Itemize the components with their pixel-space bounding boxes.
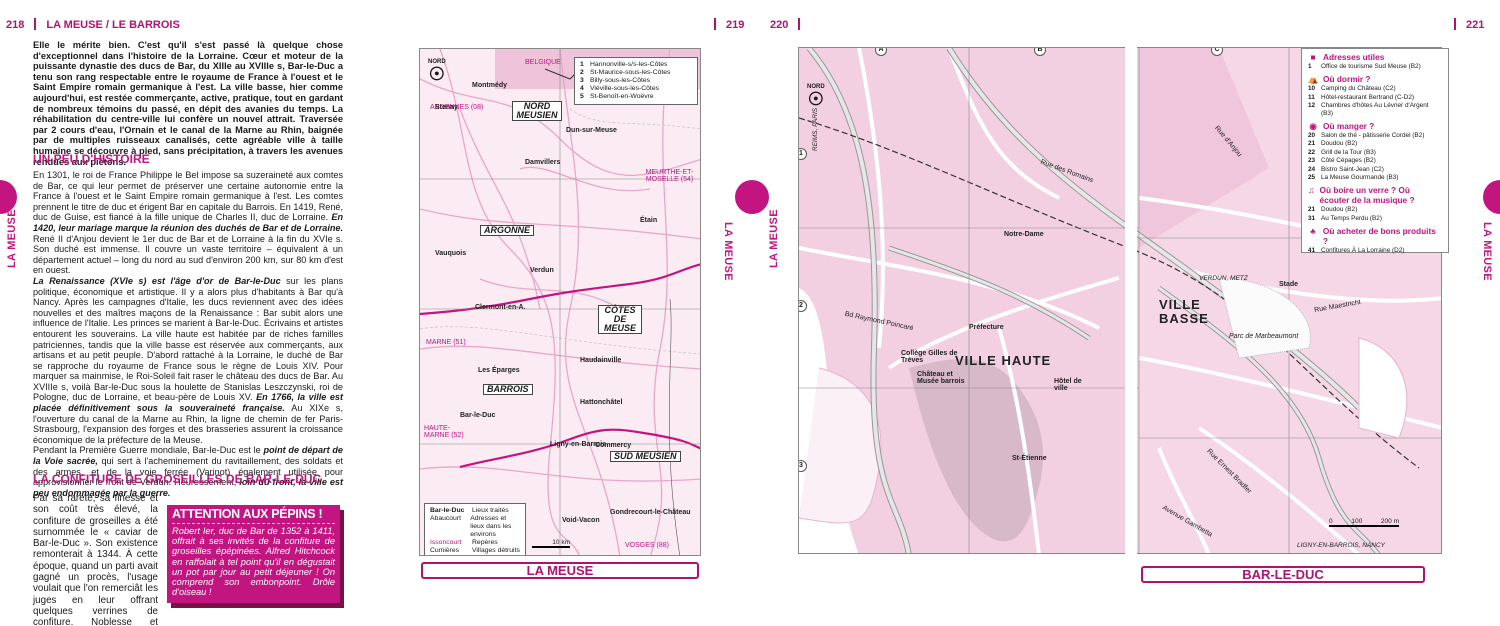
history-heading: UN PEU D'HISTOIRE xyxy=(33,152,150,166)
history-text: En 1301, le roi de France Philippe le Be… xyxy=(33,170,344,498)
region-nord-meusien: NORD MEUSIEN xyxy=(512,101,562,121)
map-scale: 10 km xyxy=(532,539,570,548)
town-label[interactable]: Vauquois xyxy=(435,250,467,257)
side-tab-label: LA MEUSE xyxy=(768,209,780,268)
grid-label: B xyxy=(1034,48,1046,56)
basket-icon: ♣ xyxy=(1310,226,1316,237)
direction-label: REIMS, PARIS xyxy=(812,107,820,152)
sidebar-box-body: Robert Ier, duc de Bar de 1352 à 1411, o… xyxy=(172,526,335,598)
town-label[interactable]: Verdun xyxy=(530,267,554,274)
side-tab-label: LA MEUSE xyxy=(722,222,734,281)
grid-label: 2 xyxy=(799,300,807,312)
detour-icon: ↻ xyxy=(430,555,472,556)
page-number: 218 xyxy=(6,19,25,31)
town-label[interactable]: Gondrecourt-le-Château xyxy=(610,509,691,516)
page-number: 220 xyxy=(770,19,789,31)
page-header-219: 219 xyxy=(704,18,744,31)
confiture-text: Par sa rareté, sa finesse et son coût tr… xyxy=(33,493,158,626)
chapter-thumb-tab[interactable] xyxy=(1483,180,1500,214)
landmark-label[interactable]: Notre-Dame xyxy=(1004,231,1044,238)
map-label-belgique: BELGIQUE xyxy=(525,59,561,66)
landmark-label[interactable]: Stade xyxy=(1279,281,1299,288)
landmark-label[interactable]: Château et Musée barrois xyxy=(917,371,965,385)
town-label[interactable]: Les Éparges xyxy=(478,367,520,374)
town-label[interactable]: Montmédy xyxy=(472,82,507,89)
fork-knife-icon: ◉ xyxy=(1309,121,1317,132)
page-number: 221 xyxy=(1466,19,1485,31)
region-barrois: BARROIS xyxy=(483,384,533,395)
landmark-label[interactable]: Collège Gilles de Trèves xyxy=(901,350,958,364)
town-label[interactable]: Stenay xyxy=(435,104,458,111)
confiture-heading: LA CONFITURE DE GROSEILLES DE BAR-LE-DUC xyxy=(33,472,322,486)
town-label[interactable]: Haudainville xyxy=(580,357,622,364)
north-compass: NORD ☉ xyxy=(428,59,446,84)
barleduc-map[interactable]: NORD ☉ REIMS, PARIS VILLE HAUTE VILLE BA… xyxy=(798,47,1442,554)
square-icon: ■ xyxy=(1310,52,1316,62)
district-ville-basse: VILLE BASSE xyxy=(1159,297,1209,326)
map-streets xyxy=(799,48,1441,553)
hiker-icon: ☉ xyxy=(428,64,445,84)
map-label-vosges: VOSGES (88) xyxy=(625,542,669,549)
landmark-label[interactable]: Parc de Marbeaumont xyxy=(1229,333,1299,340)
sidebar-box-title: ATTENTION AUX PÉPINS ! xyxy=(172,507,335,524)
page-number: 219 xyxy=(726,19,745,31)
map-caption: LA MEUSE xyxy=(421,562,699,579)
map-label-marne: MARNE (51) xyxy=(426,339,466,346)
map-roads xyxy=(420,49,700,555)
section-title: LA MEUSE / LE BARROIS xyxy=(46,19,180,31)
region-cotes-de-meuse: CÔTES DE MEUSE xyxy=(598,305,642,334)
town-label[interactable]: Commercy xyxy=(595,442,632,449)
town-label[interactable]: Étain xyxy=(640,217,658,224)
town-label[interactable]: Bar-le-Duc xyxy=(460,412,496,419)
map-caption: BAR-LE-DUC xyxy=(1141,566,1425,583)
chapter-thumb-tab[interactable] xyxy=(735,180,769,214)
map-label-haute-marne: HAUTE-MARNE (52) xyxy=(424,425,464,439)
direction-label: VERDUN, METZ xyxy=(1199,275,1248,282)
town-label[interactable]: Clermont-en-A. xyxy=(475,304,526,311)
region-argonne: ARGONNE xyxy=(480,225,535,236)
grid-label: A xyxy=(875,48,887,56)
grid-label: C xyxy=(1211,48,1223,56)
intro-paragraph: Elle le mérite bien. C'est qu'il s'est p… xyxy=(33,40,343,167)
north-compass: NORD ☉ xyxy=(807,84,825,109)
meuse-map[interactable]: NORD ☉ ARDENNES (08) BELGIQUE MEURTHE-ET… xyxy=(419,48,701,556)
side-tab-label: LA MEUSE xyxy=(1481,222,1493,281)
direction-label: LIGNY-EN-BARROIS, NANCY xyxy=(1297,542,1386,549)
region-sud-meusien: SUD MEUSIEN xyxy=(610,451,681,462)
landmark-label[interactable]: St-Étienne xyxy=(1012,455,1047,462)
chapter-thumb-tab[interactable] xyxy=(0,180,17,214)
landmark-label[interactable]: Hôtel de ville xyxy=(1054,378,1082,392)
hiker-icon: ☉ xyxy=(807,89,824,109)
town-label[interactable]: Dun-sur-Meuse xyxy=(566,127,617,134)
town-label[interactable]: Void-Vacon xyxy=(562,517,600,524)
landmark-label[interactable]: Préfecture xyxy=(969,324,1004,331)
map-label-meurthe-et-moselle: MEURTHE-ET-MOSELLE (54) xyxy=(645,169,694,183)
town-label[interactable]: Hattonchâtel xyxy=(580,399,623,406)
town-label[interactable]: Ligny-en-Barrois xyxy=(550,441,607,448)
bed-icon: ⛺ xyxy=(1308,74,1319,85)
town-label[interactable]: Damvillers xyxy=(525,159,561,166)
glass-music-icon: ♫ xyxy=(1308,185,1315,196)
grid-label: 3 xyxy=(799,460,807,472)
map-label-ardennes: ARDENNES (08) xyxy=(430,104,484,111)
page-header-220: 220 xyxy=(770,18,810,31)
grid-label: 1 xyxy=(799,148,807,160)
sidebar-box: ATTENTION AUX PÉPINS ! Robert Ier, duc d… xyxy=(167,505,344,625)
page-header-221: 221 xyxy=(1444,18,1484,31)
district-ville-haute: VILLE HAUTE xyxy=(955,353,1052,368)
side-tab-label: LA MEUSE xyxy=(6,209,18,268)
page-header-218: 218 LA MEUSE / LE BARROIS xyxy=(6,18,180,31)
